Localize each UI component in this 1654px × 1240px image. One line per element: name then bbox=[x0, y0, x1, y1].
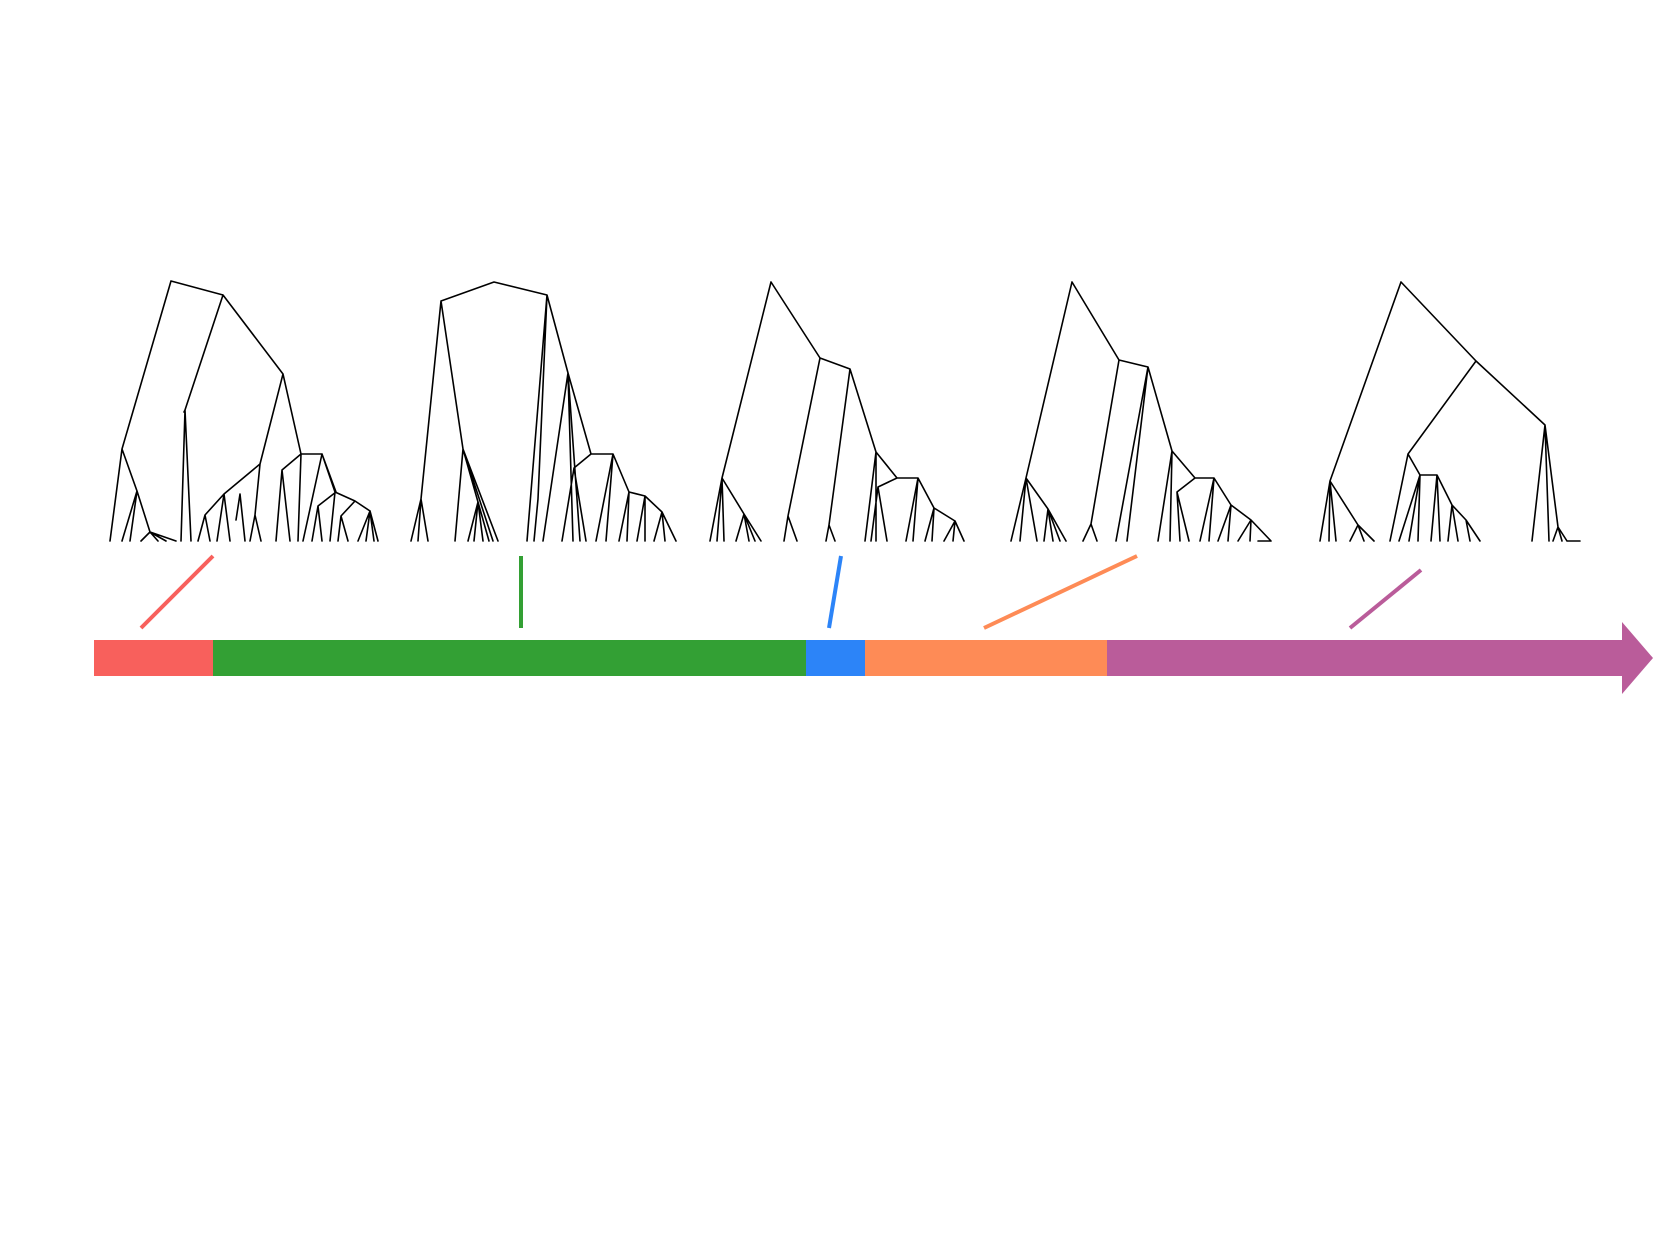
tree-1 bbox=[109, 280, 379, 542]
connector-5 bbox=[1348, 568, 1423, 630]
tree-2 bbox=[410, 281, 677, 542]
axis-arrowhead-icon bbox=[1622, 622, 1653, 694]
tree-4 bbox=[1010, 281, 1272, 542]
tree-5 bbox=[1319, 281, 1581, 542]
segment-5 bbox=[1107, 640, 1624, 676]
tree-3 bbox=[709, 281, 965, 542]
segment-4 bbox=[865, 640, 1108, 676]
segment-3 bbox=[806, 640, 866, 676]
connector-3 bbox=[827, 555, 843, 629]
connector-4 bbox=[983, 554, 1138, 630]
genome-axis bbox=[94, 622, 1653, 694]
connector-1 bbox=[139, 554, 215, 630]
segment-1 bbox=[94, 640, 214, 676]
segment-2 bbox=[213, 640, 807, 676]
